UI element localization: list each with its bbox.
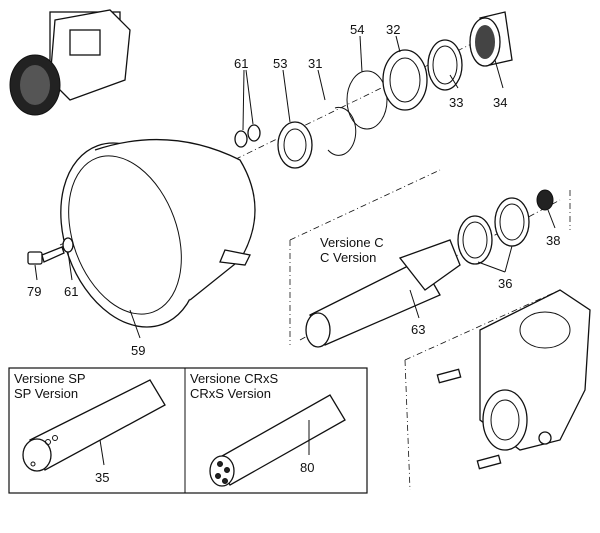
label-33: 33 xyxy=(449,95,463,110)
part-53-ring xyxy=(277,121,313,169)
label-80: 80 xyxy=(300,460,314,475)
label-35: 35 xyxy=(95,470,109,485)
part-61-washer xyxy=(62,237,74,253)
label-61: 61 xyxy=(234,56,248,71)
part-31-circlip xyxy=(327,106,357,156)
label-53: 53 xyxy=(273,56,287,71)
version-sp-italian: Versione SP xyxy=(14,371,86,386)
label-54: 54 xyxy=(350,22,364,37)
version-sp-english: SP Version xyxy=(14,386,78,401)
part-34-bearing xyxy=(469,11,513,67)
label-34: 34 xyxy=(493,95,507,110)
version-c-italian: Versione C xyxy=(320,235,384,250)
label-61: 61 xyxy=(64,284,78,299)
label-79: 79 xyxy=(27,284,41,299)
part-61-washer xyxy=(234,130,248,148)
valve-body xyxy=(436,289,591,470)
part-38-seal xyxy=(536,189,554,211)
part-79-bolt xyxy=(27,246,65,265)
pump-thumbnail xyxy=(9,9,131,116)
label-36: 36 xyxy=(498,276,512,291)
part-80-crxs-shaft xyxy=(209,394,346,487)
label-31: 31 xyxy=(308,56,322,71)
part-63-shaft xyxy=(305,239,461,348)
label-59: 59 xyxy=(131,343,145,358)
version-box-frame xyxy=(8,367,368,494)
version-c-english: C Version xyxy=(320,250,376,265)
part-61-washer xyxy=(247,124,261,142)
label-38: 38 xyxy=(546,233,560,248)
label-32: 32 xyxy=(386,22,400,37)
version-crxs-english: CRxS Version xyxy=(190,386,271,401)
label-63: 63 xyxy=(411,322,425,337)
part-54-oring xyxy=(346,70,388,130)
version-crxs-italian: Versione CRxS xyxy=(190,371,278,386)
part-35-sp-shaft xyxy=(22,379,166,472)
part-59-housing xyxy=(60,138,256,328)
